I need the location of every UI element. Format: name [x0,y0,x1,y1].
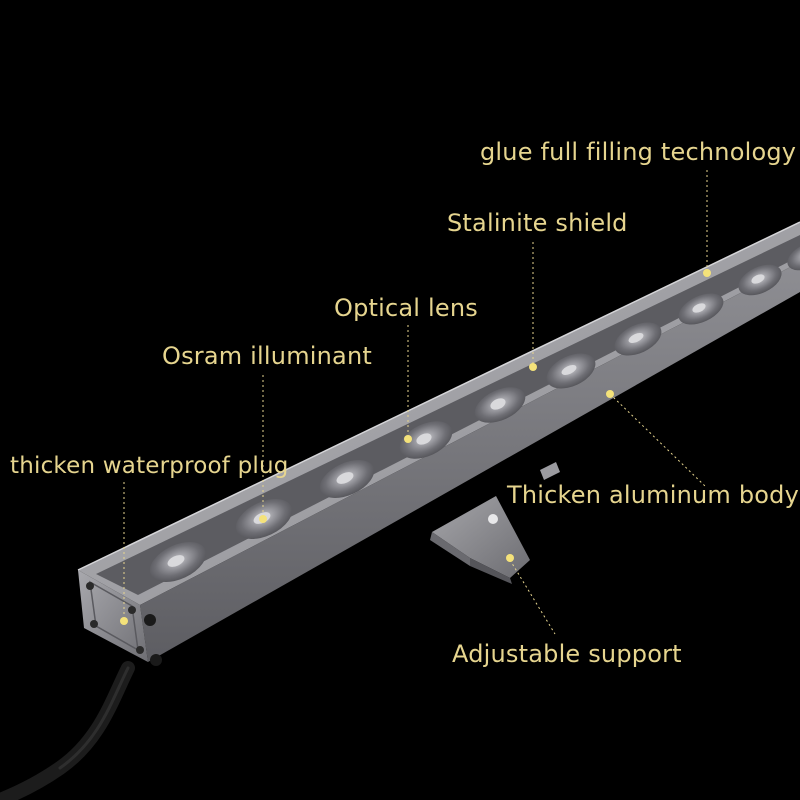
leader-dot [606,390,614,398]
label-aluminum-body: Thicken aluminum body [507,481,800,509]
optical-lens [738,264,782,296]
label-osram-illuminant: Osram illuminant [162,342,372,370]
optical-lens [678,293,724,325]
leader-dots [120,269,711,625]
leader-dot [703,269,711,277]
power-cable [0,661,135,800]
leader-dot [259,515,267,523]
leader-dot [529,363,537,371]
leader-dot [404,435,412,443]
label-optical-lens: Optical lens [334,294,478,322]
label-adjustable-support: Adjustable support [452,640,682,668]
optical-lens [399,421,453,459]
leader-dot [120,617,128,625]
label-stalinite-shield: Stalinite shield [447,209,628,237]
lens-row [149,241,800,582]
optical-lens [614,322,662,356]
optical-lens [787,241,800,271]
optical-lens [474,387,526,423]
optical-lens [149,542,207,582]
label-waterproof-plug: thicken waterproof plug [10,453,289,479]
adjustable-support-bracket [430,462,560,584]
leader-body [609,393,706,487]
label-glue-full-filling: glue full filling technology [480,138,797,166]
optical-lens [319,460,375,498]
leader-lines [123,170,708,635]
leader-dot [506,554,514,562]
optical-lens [546,353,596,389]
